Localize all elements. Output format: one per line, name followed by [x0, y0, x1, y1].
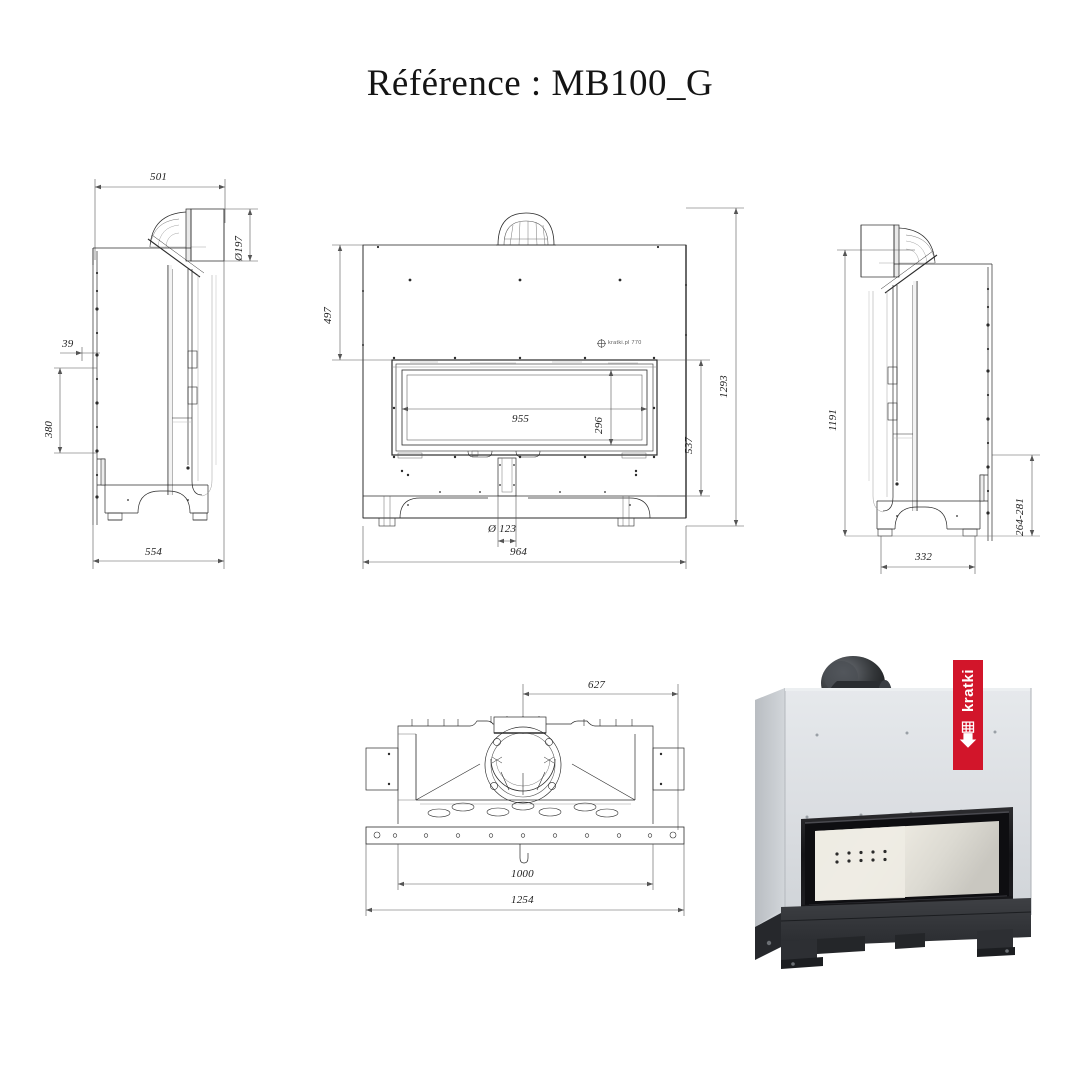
dim-left-380: 380 — [43, 420, 55, 438]
dim-right-1191: 1191 — [827, 409, 839, 431]
right-section-geometry — [837, 224, 1040, 574]
dim-left-flue-diameter: Ø197 — [233, 235, 245, 261]
right-section-view: 1191 264-281 332 — [815, 190, 1065, 585]
page-title: Référence : MB100_G — [366, 63, 714, 104]
dim-front-497: 497 — [322, 306, 334, 324]
top-plan-view: 627 1000 1254 — [360, 672, 690, 922]
dim-front-air-inlet: Ø 123 — [488, 523, 517, 535]
front-elevation-geometry — [332, 207, 744, 569]
dim-left-39: 39 — [62, 338, 74, 350]
dim-left-554: 554 — [145, 546, 163, 558]
front-elevation-view: kratki.pl 770 497 955 296 537 1293 Ø 123… — [320, 195, 760, 580]
dim-right-332: 332 — [915, 551, 933, 563]
top-plan-geometry — [365, 684, 685, 916]
product-photo: kratki — [745, 655, 1045, 975]
dim-front-296: 296 — [593, 416, 605, 434]
grid-down-arrow-icon — [959, 721, 977, 748]
left-section-geometry — [54, 179, 258, 569]
dim-front-964: 964 — [510, 546, 528, 558]
kratki-banner: kratki — [953, 660, 983, 770]
dim-front-1293: 1293 — [718, 375, 730, 398]
dim-top-1000: 1000 — [511, 868, 534, 880]
maker-mark: kratki.pl 770 — [608, 340, 642, 346]
left-section-view: 501 Ø197 39 380 554 — [40, 165, 310, 585]
brand-label: kratki — [959, 669, 977, 713]
dim-left-501: 501 — [150, 171, 168, 183]
dim-right-leg-range: 264-281 — [1014, 497, 1026, 536]
dim-front-955: 955 — [512, 413, 530, 425]
dim-top-1254: 1254 — [511, 894, 534, 906]
dim-front-537: 537 — [683, 436, 695, 454]
product-photo-render — [755, 656, 1032, 969]
dim-top-627: 627 — [588, 679, 606, 691]
